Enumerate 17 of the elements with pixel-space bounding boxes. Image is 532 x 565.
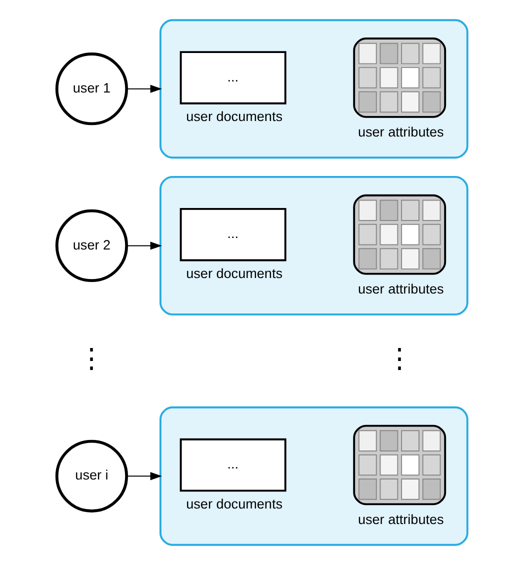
label: ⋮	[386, 342, 414, 374]
node-label: user documents	[186, 496, 283, 512]
label: ⋮	[78, 342, 106, 374]
node-label: user documents	[186, 109, 283, 124]
arrow	[126, 84, 162, 93]
cluster	[160, 176, 468, 316]
arrow	[126, 242, 162, 250]
cluster	[160, 19, 468, 159]
cluster	[160, 406, 468, 546]
node-label: user attributes	[358, 124, 444, 140]
node-label: user documents	[186, 266, 283, 281]
node-circle: user i	[55, 440, 128, 512]
arrow	[126, 472, 162, 480]
node-circle: user 1	[55, 52, 128, 126]
node-circle: user 2	[55, 209, 128, 282]
node-label: user attributes	[358, 281, 444, 296]
node-label: user attributes	[358, 512, 444, 527]
